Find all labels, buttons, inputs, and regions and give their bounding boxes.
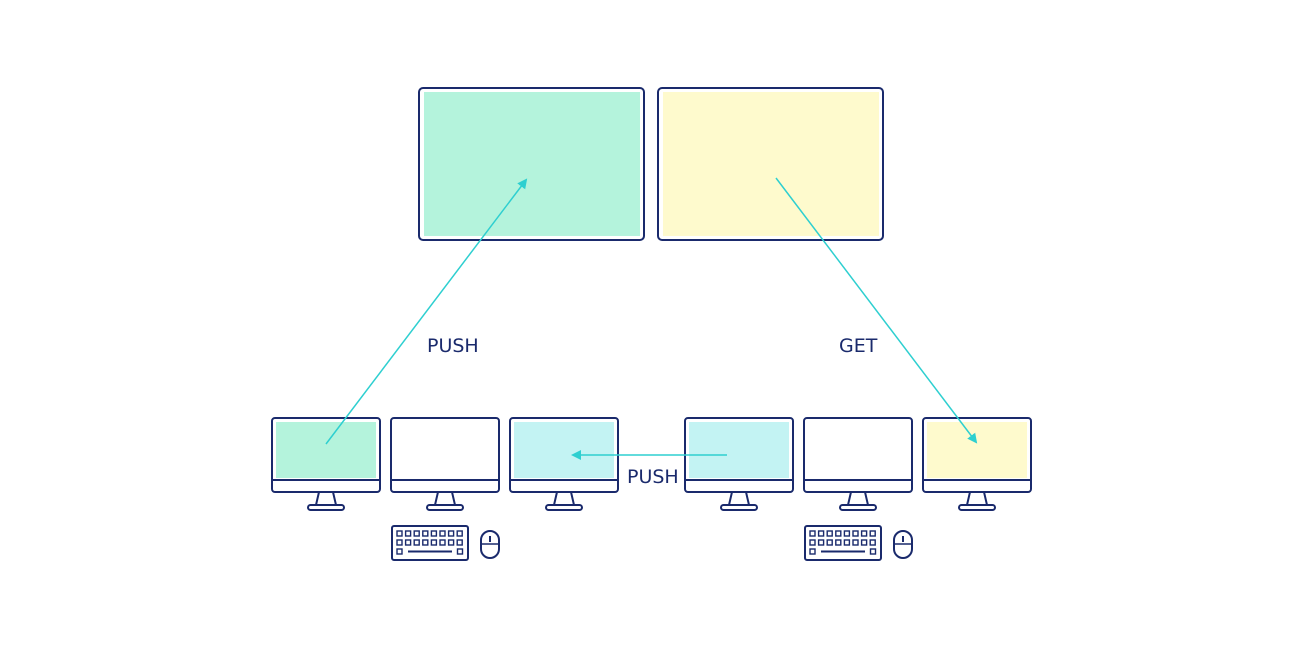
monitor-3	[509, 417, 619, 511]
push-arrow-up	[325, 178, 528, 445]
mouse-icon	[480, 530, 500, 559]
monitor-4	[684, 417, 794, 511]
get-label: GET	[839, 335, 878, 357]
monitor-screen	[276, 422, 376, 478]
large-screen-right	[657, 87, 884, 241]
monitor-base	[839, 504, 877, 511]
large-screen-left	[418, 87, 645, 241]
monitor-2	[390, 417, 500, 511]
monitor-screen	[808, 422, 908, 478]
monitor-screen	[395, 422, 495, 478]
monitor-screen	[514, 422, 614, 478]
monitor-6	[922, 417, 1032, 511]
monitor-row	[271, 417, 1032, 511]
peripherals	[391, 525, 913, 561]
push-label-left: PUSH	[427, 335, 479, 357]
monitor-base	[426, 504, 464, 511]
get-arrow-down	[775, 177, 978, 444]
mouse-icon	[893, 530, 913, 559]
monitor-base	[545, 504, 583, 511]
monitor-base	[958, 504, 996, 511]
push-label-middle: PUSH	[627, 466, 679, 488]
monitor-base	[720, 504, 758, 511]
keyboard-icon	[391, 525, 469, 561]
monitor-screen	[927, 422, 1027, 478]
monitor-base	[307, 504, 345, 511]
monitor-screen	[689, 422, 789, 478]
monitor-5	[803, 417, 913, 511]
monitor-1	[271, 417, 381, 511]
keyboard-icon	[804, 525, 882, 561]
